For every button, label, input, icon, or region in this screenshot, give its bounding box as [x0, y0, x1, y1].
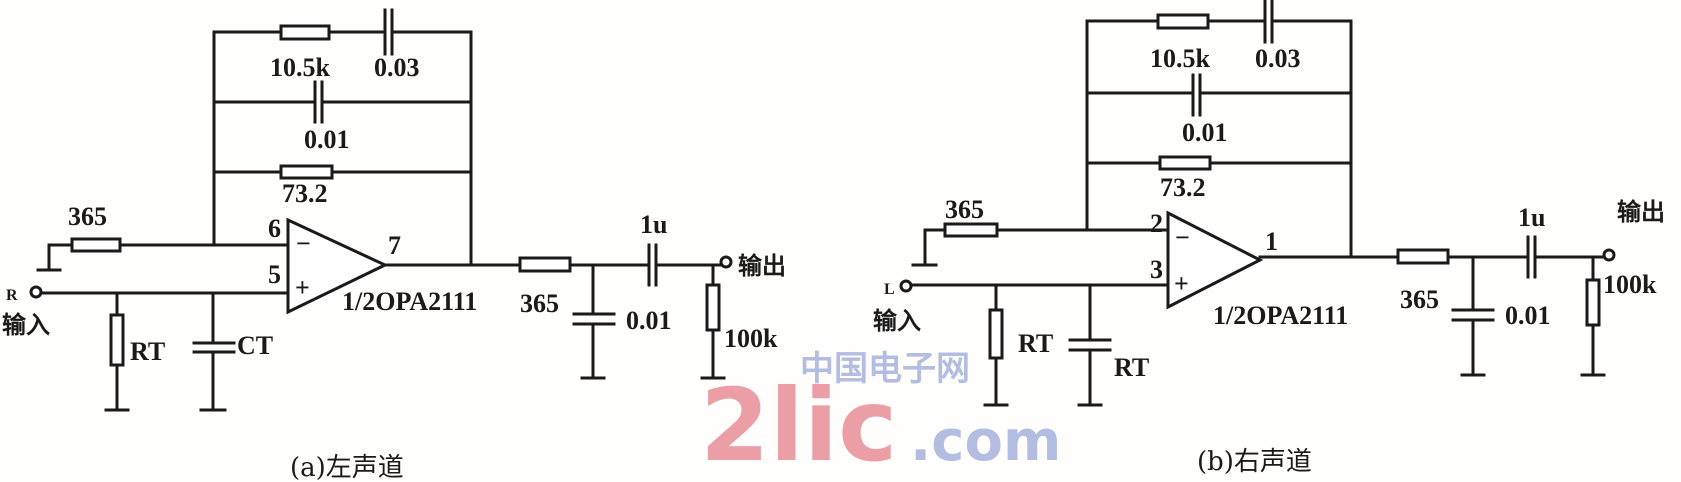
opamp [1166, 210, 1264, 310]
input-channel-label: R [6, 287, 18, 304]
input-channel-label: L [884, 281, 895, 298]
pin-inverting: 2 [1150, 209, 1163, 238]
opamp [286, 217, 389, 315]
label-ct: CT [237, 331, 273, 360]
right-channel-circuit: 10.5k 0.03 0.01 73.2 365 2 3 1 − + 1/2OP… [873, 0, 1665, 477]
label-0.01-output: 0.01 [626, 306, 672, 335]
pin-output: 1 [1265, 227, 1278, 256]
wire [212, 30, 473, 267]
capacitor-0.03 [383, 8, 394, 56]
resistor-365-input [70, 237, 122, 253]
label-100k: 100k [1603, 270, 1657, 299]
label-0.03: 0.03 [374, 53, 420, 82]
resistor-73.2 [279, 164, 334, 180]
plus-sign: + [1174, 269, 1189, 298]
label-100k: 100k [724, 324, 778, 353]
label-rt: RT [1018, 329, 1053, 358]
output-terminal [719, 255, 733, 269]
minus-sign: − [296, 229, 311, 258]
label-0.01-output: 0.01 [1505, 301, 1551, 330]
label-365-input: 365 [945, 195, 984, 224]
label-0.03: 0.03 [1255, 44, 1301, 73]
resistor-365-output [518, 256, 572, 273]
label-0.01: 0.01 [1182, 118, 1228, 147]
capacitor-0.01-output [1451, 308, 1495, 322]
wire [1085, 19, 1353, 259]
label-73.2: 73.2 [282, 179, 328, 208]
label-73.2: 73.2 [1160, 173, 1206, 202]
watermark-brand: 2lic [700, 367, 897, 482]
opamp-label: 1/2OPA2111 [342, 287, 477, 316]
watermark: 2lic 中国电子网 .com [700, 349, 1061, 482]
wire-output [1258, 255, 1606, 377]
label-ct: RT [1114, 353, 1149, 382]
capacitor-0.01-feedback [1191, 73, 1202, 117]
left-channel-circuit: 10.5k 0.03 0.01 73.2 365 6 5 7 − + 1/2OP… [2, 8, 786, 482]
caption-right: (b)右声道 [1197, 447, 1312, 477]
resistor-365-input [943, 222, 999, 238]
label-365-output: 365 [520, 289, 559, 318]
capacitor-ct [192, 341, 236, 354]
resistor-rt [988, 308, 1004, 360]
minus-sign: − [1175, 223, 1190, 252]
capacitor-1u [1526, 235, 1537, 279]
resistor-100k [1585, 278, 1601, 327]
input-label: 输入 [2, 311, 50, 339]
wire-noninverting [909, 283, 1170, 407]
pin-output: 7 [388, 231, 401, 260]
output-terminal [1602, 248, 1616, 262]
resistor-100k [705, 283, 721, 332]
capacitor-1u [647, 243, 658, 287]
output-label: 输出 [1617, 198, 1665, 226]
resistor-rt [109, 313, 125, 367]
output-label: 输出 [738, 252, 786, 280]
wire-inverting [911, 228, 1170, 267]
label-rt: RT [130, 337, 165, 366]
opamp-label: 1/2OPA2111 [1213, 301, 1348, 330]
resistor-10.5k [1156, 13, 1210, 30]
watermark-domain: .com [910, 409, 1061, 474]
label-365-output: 365 [1400, 285, 1439, 314]
capacitor-0.01-output [572, 312, 616, 326]
label-1u: 1u [1518, 203, 1545, 232]
wire-inverting [36, 243, 290, 272]
capacitor-0.01-feedback [313, 80, 324, 124]
capacitor-0.03 [1263, 0, 1274, 44]
watermark-cn: 中国电子网 [800, 349, 970, 389]
capacitor-rt [1068, 338, 1112, 352]
wire-output [383, 263, 726, 380]
resistor-365-output [1396, 248, 1450, 265]
label-365-input: 365 [68, 202, 107, 231]
resistor-10.5k [279, 24, 331, 41]
caption-left: (a)左声道 [290, 453, 404, 482]
resistor-73.2 [1158, 155, 1212, 171]
pin-noninverting: 5 [268, 260, 281, 289]
pin-inverting: 6 [268, 214, 281, 243]
label-1u: 1u [640, 210, 667, 239]
label-10.5k: 10.5k [270, 53, 331, 82]
input-label: 输入 [873, 307, 921, 335]
label-10.5k: 10.5k [1150, 44, 1211, 73]
plus-sign: + [295, 273, 310, 302]
wire-noninverting [39, 291, 290, 412]
label-0.01: 0.01 [304, 125, 350, 154]
pin-noninverting: 3 [1150, 255, 1163, 284]
